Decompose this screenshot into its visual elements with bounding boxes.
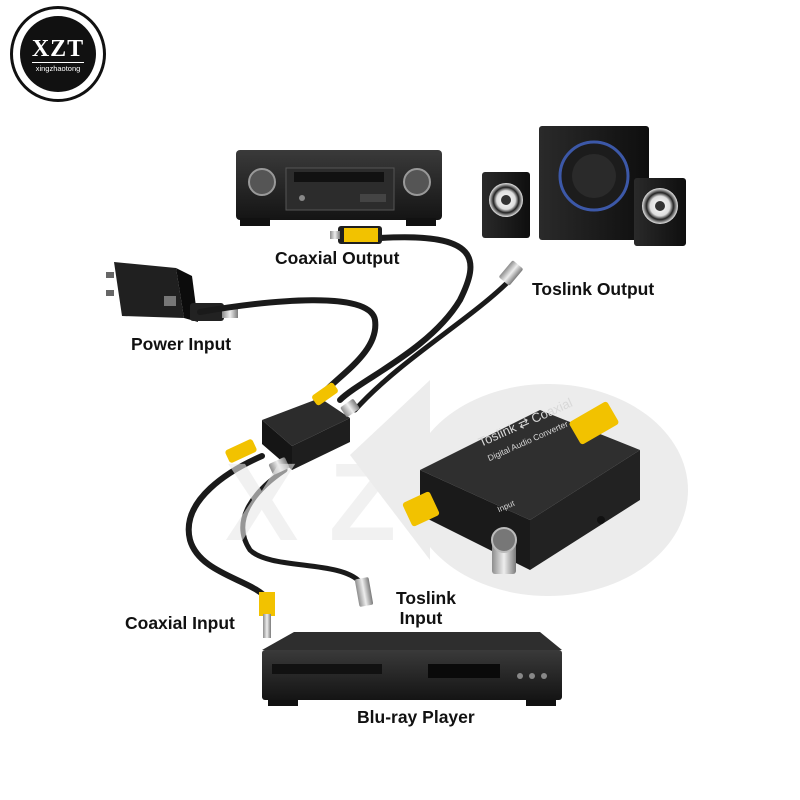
coax-input-plug (259, 592, 275, 638)
toslink-output-plug (499, 260, 523, 286)
label-bluray-player: Blu-ray Player (357, 707, 475, 727)
logo-subtext: xingzhaotong (35, 64, 81, 73)
speaker-set (482, 126, 686, 246)
converter-small (225, 382, 360, 475)
label-coaxial-output: Coaxial Output (275, 248, 400, 268)
label-toslink-output: Toslink Output (532, 279, 655, 299)
magnifier-callout (350, 380, 688, 596)
label-toslink-input-line2: Input (399, 608, 443, 628)
toslink-input-plug (354, 577, 374, 607)
bluray-player-device (262, 632, 562, 706)
logo-text: XZT (31, 36, 85, 62)
power-adapter (106, 262, 238, 322)
label-coaxial-input: Coaxial Input (125, 613, 235, 633)
av-receiver (236, 150, 442, 226)
cable-group (185, 234, 513, 603)
label-toslink-input-line1: Toslink (396, 588, 456, 608)
label-power-input: Power Input (131, 334, 232, 354)
brand-logo: XZT xingzhaotong (10, 6, 106, 102)
coax-output-plug (330, 226, 382, 244)
label-toslink-input: Toslink Input (390, 588, 462, 628)
